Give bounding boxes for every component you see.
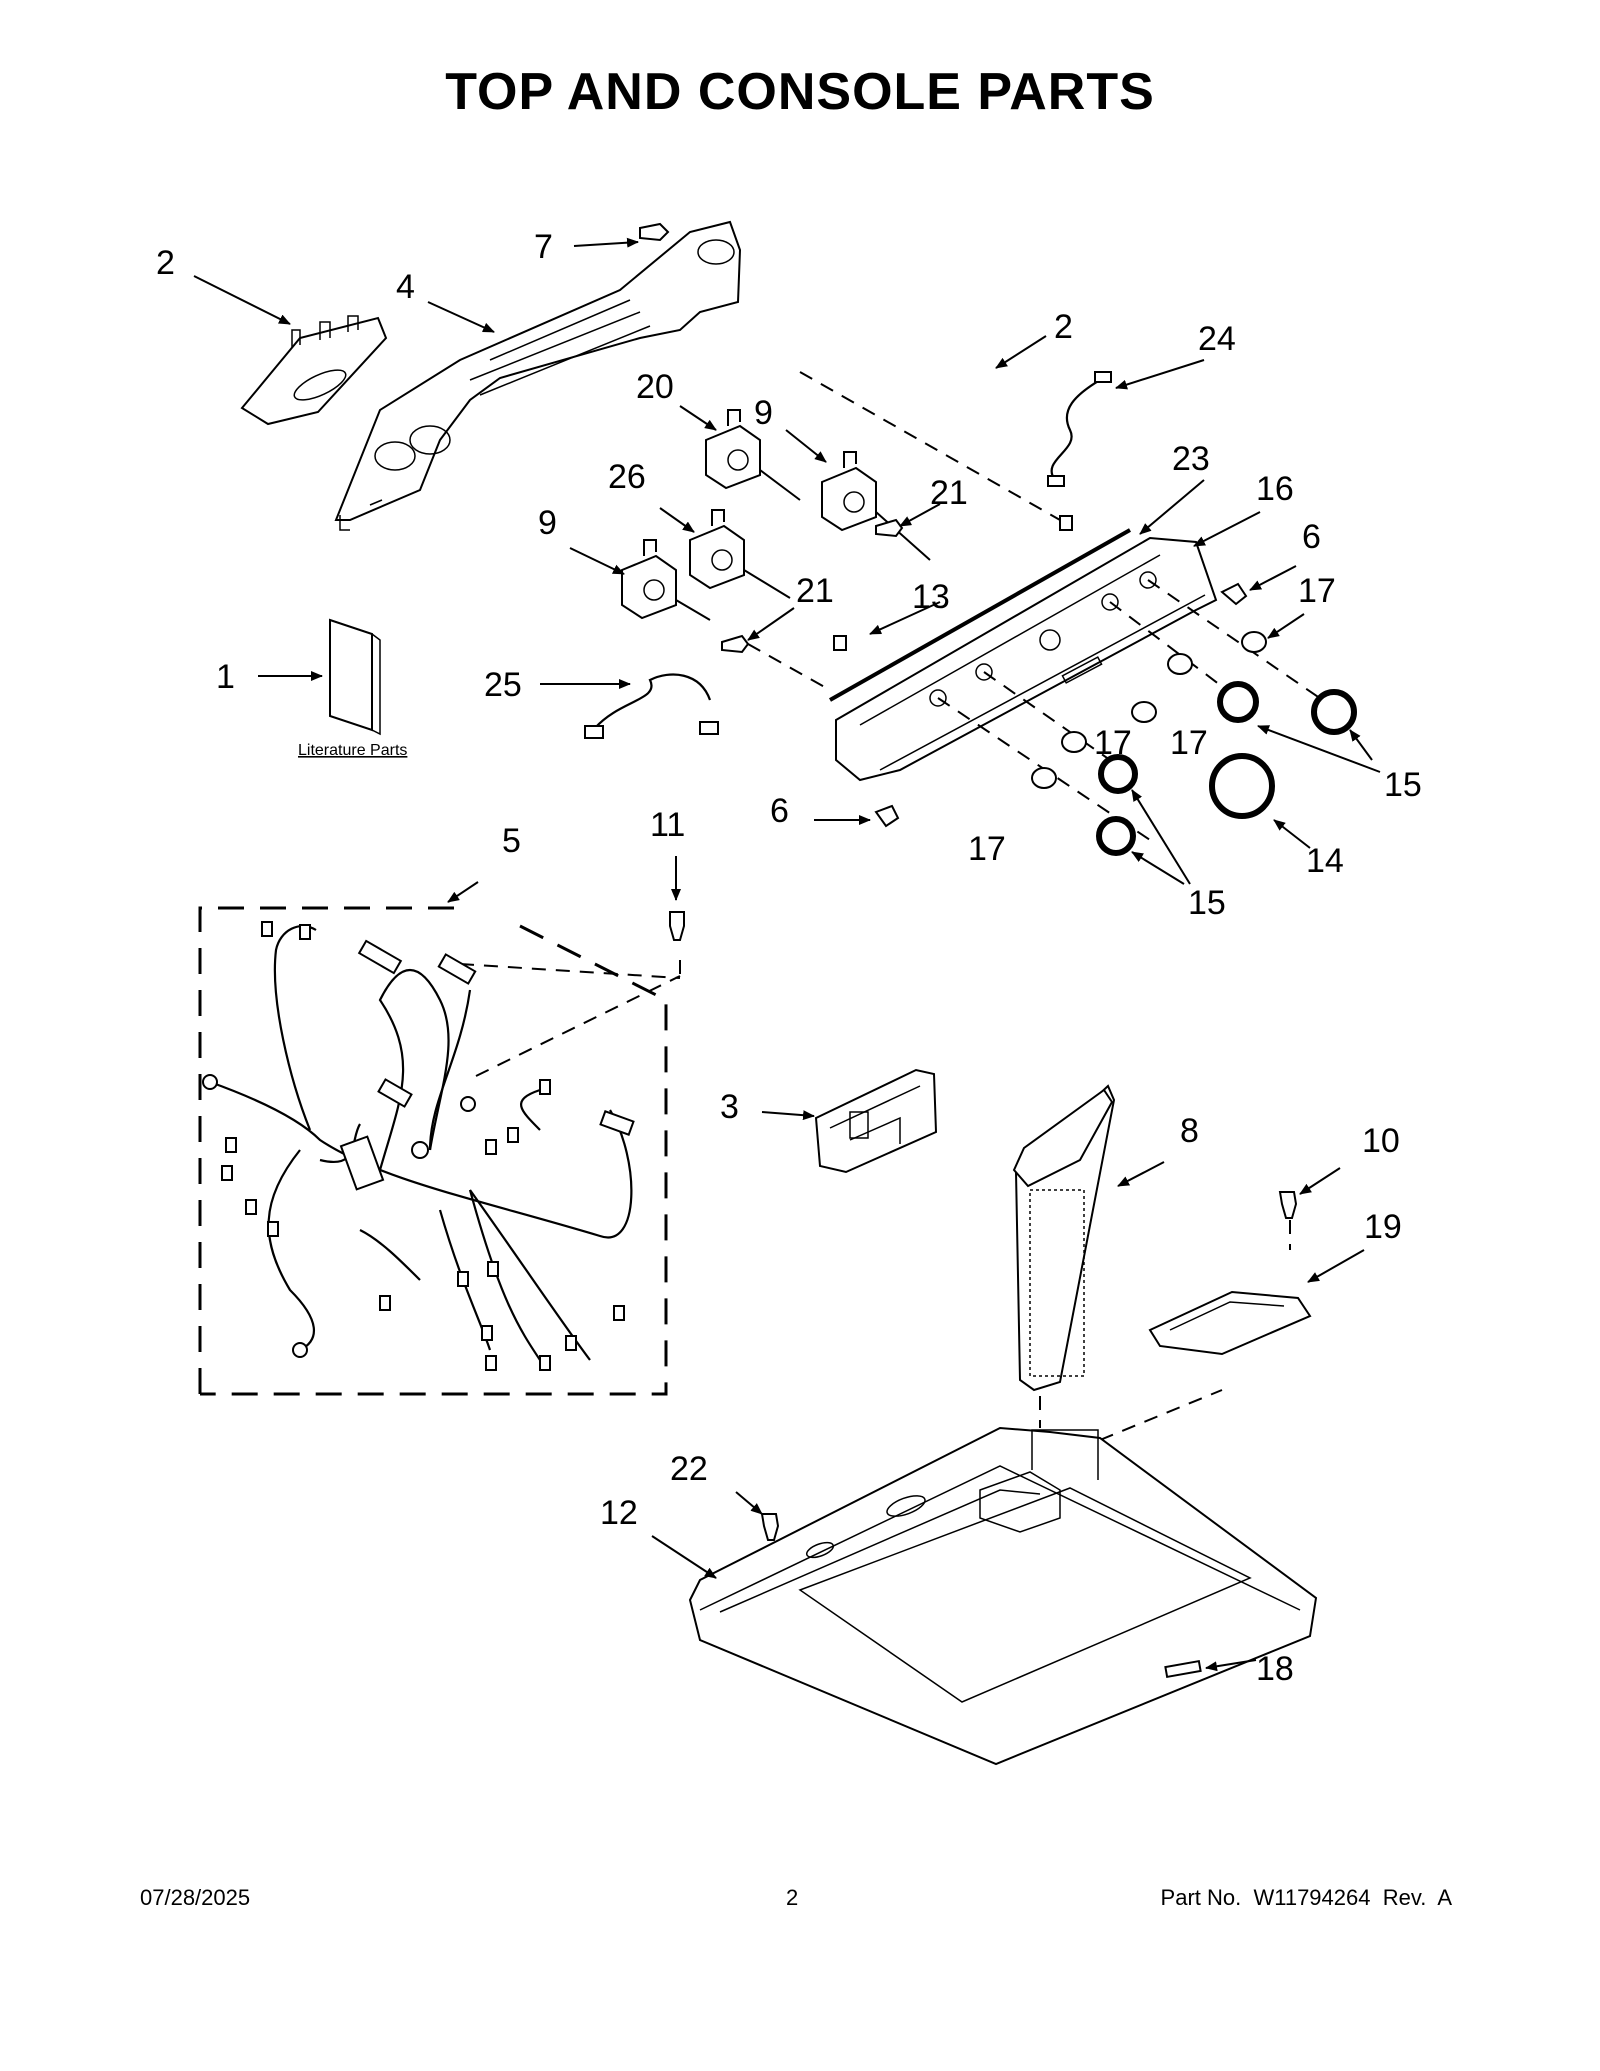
footer-page-number: 2 (786, 1885, 799, 1910)
part-25-harness (584, 673, 719, 739)
callout-2-right: 2 (1054, 308, 1073, 346)
leader-arrows (193, 237, 1381, 1672)
callout-4: 4 (396, 268, 415, 306)
callout-13: 13 (912, 578, 950, 616)
callout-6-left: 6 (770, 792, 789, 830)
part-20-switch (705, 409, 761, 490)
part-24-harness (1047, 371, 1112, 487)
callout-20: 20 (636, 368, 674, 406)
part-16-console (835, 536, 1218, 782)
part-3-control-board (814, 1068, 938, 1174)
callout-2-left: 2 (156, 244, 175, 282)
callout-10: 10 (1362, 1122, 1400, 1160)
callout-19: 19 (1364, 1208, 1402, 1246)
callout-8: 8 (1180, 1112, 1199, 1150)
part-12-top-panel (688, 1426, 1318, 1766)
part-1-literature (329, 618, 381, 736)
footer-part-number: Part No. W11794264 Rev. A (1160, 1885, 1452, 1910)
part-2-guide-line (799, 371, 1061, 521)
part-10-screw (1278, 1191, 1298, 1219)
part-18-badge (1164, 1659, 1202, 1679)
callout-18: 18 (1256, 1650, 1294, 1688)
part-23-seal (829, 528, 1131, 702)
part-2-bracket-left (240, 315, 388, 426)
callout-16: 16 (1256, 470, 1294, 508)
callout-17-mid-right: 17 (1170, 724, 1208, 762)
part-17-bushings (1031, 631, 1267, 789)
part-15-knobs (1096, 681, 1357, 856)
callout-11: 11 (650, 806, 685, 844)
part-6-clip-right (1220, 582, 1248, 606)
part-8-lint-screen (1012, 1084, 1116, 1392)
part-9-switch-lower (621, 539, 677, 620)
top-guide-lines (1039, 1389, 1223, 1441)
knob-guide-3 (1109, 601, 1241, 701)
part-6-clip-left (874, 804, 900, 828)
callout-21-upper: 21 (930, 474, 968, 512)
callout-22: 22 (670, 1450, 708, 1488)
callout-25: 25 (484, 666, 522, 704)
callout-9-lower: 9 (538, 504, 557, 542)
part-9-switch-upper (821, 451, 877, 532)
callout-24: 24 (1198, 320, 1236, 358)
part-21-screw-upper (875, 518, 904, 538)
part-13-clip-upper (1059, 515, 1073, 531)
part-26-switch (689, 509, 745, 590)
callout-7: 7 (534, 228, 553, 266)
knob-guide-2 (983, 671, 1111, 761)
part-13-clip-lower (833, 635, 847, 651)
part-11-screw (669, 911, 685, 941)
callout-3: 3 (720, 1088, 739, 1126)
callout-26: 26 (608, 458, 646, 496)
callout-17-right: 17 (1298, 572, 1336, 610)
part-4-console-back (334, 220, 742, 531)
callout-1: 1 (216, 658, 235, 696)
callout-21-lower: 21 (796, 572, 834, 610)
part-21-screw-lower (721, 634, 750, 654)
part-22-screw (760, 1513, 780, 1541)
callout-14: 14 (1306, 842, 1344, 880)
callout-5: 5 (502, 822, 521, 860)
callout-15-lower: 15 (1188, 884, 1226, 922)
part-5-wire-harness (198, 906, 681, 1396)
callout-6-right: 6 (1302, 518, 1321, 556)
callout-labels: 2 4 7 2 24 20 9 23 16 21 26 9 6 17 13 21… (156, 228, 1422, 1688)
callout-9-upper: 9 (754, 394, 773, 432)
footer-date: 07/28/2025 (140, 1885, 251, 1910)
screw-21-guide (747, 643, 831, 691)
callout-17-mid-left: 17 (1094, 724, 1132, 762)
page-title: TOP AND CONSOLE PARTS (445, 63, 1155, 121)
part-19-bracket (1148, 1290, 1312, 1356)
callout-17-lower: 17 (968, 830, 1006, 868)
callout-23: 23 (1172, 440, 1210, 478)
literature-parts-label: Literature Parts (298, 742, 407, 759)
switch-shafts (675, 469, 931, 621)
callout-12: 12 (600, 1494, 638, 1532)
part-7-screw (639, 222, 670, 242)
knob-guide-4 (1147, 579, 1341, 713)
part-14-knob (1209, 753, 1275, 819)
callout-15-right: 15 (1384, 766, 1422, 804)
